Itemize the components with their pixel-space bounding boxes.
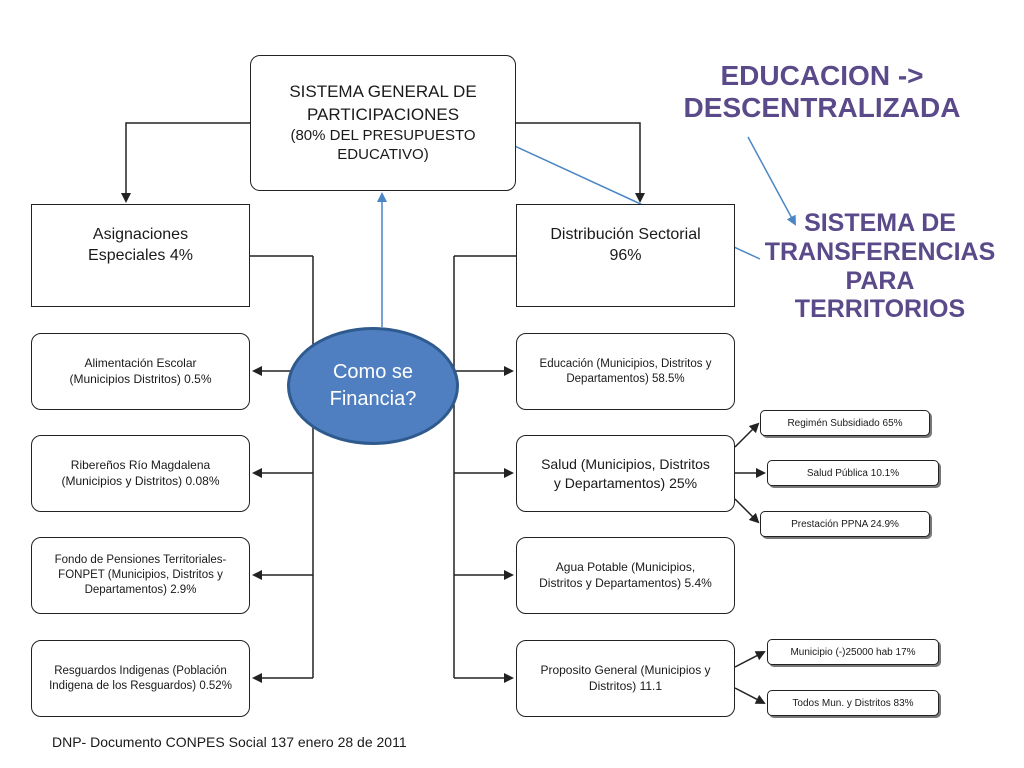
arrow-to-prestacion [734,498,760,524]
distribucion-box: Distribución Sectorial 96% [516,204,735,307]
headline-sistema-line3: PARA [845,266,915,295]
right-item-line: Proposito General (Municipios y [540,662,711,677]
left-item-line: Departamentos) 2.9% [84,583,197,596]
right-item-salud: Salud (Municipios, Distritos y Departame… [516,435,735,512]
top-line2: PARTICIPACIONES [306,104,460,124]
top-line4: EDUCATIVO) [337,146,429,164]
left-item-alimentacion: Alimentación Escolar (Municipios Distrit… [31,333,250,410]
right-item-educacion: Educación (Municipios, Distritos y Depar… [516,333,735,410]
arrow-educacion-to-sistema [747,136,796,226]
top-line1: SISTEMA GENERAL DE [289,82,477,102]
left-item-line: FONPET (Municipios, Distritos y [58,569,223,582]
right-item-line: y Departamentos) 25% [553,474,698,491]
salud-breakdown-regimen: Regimén Subsidiado 65% [760,410,930,436]
arrow-to-todos [734,687,766,704]
source-citation: DNP- Documento CONPES Social 137 enero 2… [52,734,407,750]
asignaciones-line2: Especiales 4% [88,246,193,264]
left-item-fonpet: Fondo de Pensiones Territoriales- FONPET… [31,537,250,614]
left-item-line: Indigena de los Resguardos) 0.52% [49,679,232,692]
right-item-line: Distritos y Departamentos) 5.4% [539,575,712,590]
left-item-line: Resguardos Indigenas (Población [54,664,227,677]
right-item-line: Distritos) 11.1 [588,678,663,693]
asignaciones-box: Asignaciones Especiales 4% [31,204,250,307]
arrow-to-municipio [734,651,766,668]
salud-breakdown-publica: Salud Pública 10.1% [767,460,939,486]
left-item-line: (Municipios Distritos) 0.5% [69,371,212,386]
top-line3: (80% DEL PRESUPUESTO [290,126,476,144]
right-item-line: Departamentos) 58.5% [566,372,685,385]
distribucion-line1: Distribución Sectorial [550,226,701,243]
right-item-line: Salud (Municipios, Distritos [541,456,710,473]
right-item-proposito: Proposito General (Municipios y Distrito… [516,640,735,717]
arrow-top-to-asignaciones [121,122,250,203]
left-item-line: Alimentación Escolar [84,355,197,370]
right-item-line: Agua Potable (Municipios, [555,559,696,574]
proposito-breakdown-todos: Todos Mun. y Distritos 83% [767,690,939,716]
right-item-line: Educación (Municipios, Distritos y [539,357,712,370]
left-item-line: Fondo de Pensiones Territoriales- [54,554,227,567]
right-item-agua: Agua Potable (Municipios, Distritos y De… [516,537,735,614]
arrow-top-to-distribucion [515,122,645,203]
headline-sistema-transferencias: SISTEMA DE TRANSFERENCIAS PARA TERRITORI… [752,209,1008,324]
headline-educacion: EDUCACION -> DESCENTRALIZADA [672,60,972,124]
headline-educacion-line2: DESCENTRALIZADA [683,92,961,124]
headline-sistema-line4: TERRITORIOS [794,295,966,324]
center-line2: Financia? [329,388,417,410]
como-se-financia-oval: Como se Financia? [287,327,459,445]
asignaciones-line1: Asignaciones [92,226,189,243]
headline-sistema-line1: SISTEMA DE [804,209,956,237]
headline-educacion-line1: EDUCACION -> [720,60,924,91]
headline-sistema-line2: TRANSFERENCIAS [764,237,996,266]
left-item-resguardos: Resguardos Indigenas (Población Indigena… [31,640,250,717]
sistema-general-box: SISTEMA GENERAL DE PARTICIPACIONES (80% … [250,55,516,191]
left-item-line: Ribereños Río Magdalena [70,457,211,472]
center-line1: Como se [332,361,414,383]
arrow-to-regimen [734,422,760,448]
distribucion-line2: 96% [609,246,642,264]
left-item-riberenos: Ribereños Río Magdalena (Municipios y Di… [31,435,250,512]
proposito-breakdown-municipio: Municipio (-)25000 hab 17% [767,639,939,665]
salud-breakdown-prestacion: Prestación PPNA 24.9% [760,511,930,537]
left-item-line: (Municipios y Distritos) 0.08% [61,473,220,488]
